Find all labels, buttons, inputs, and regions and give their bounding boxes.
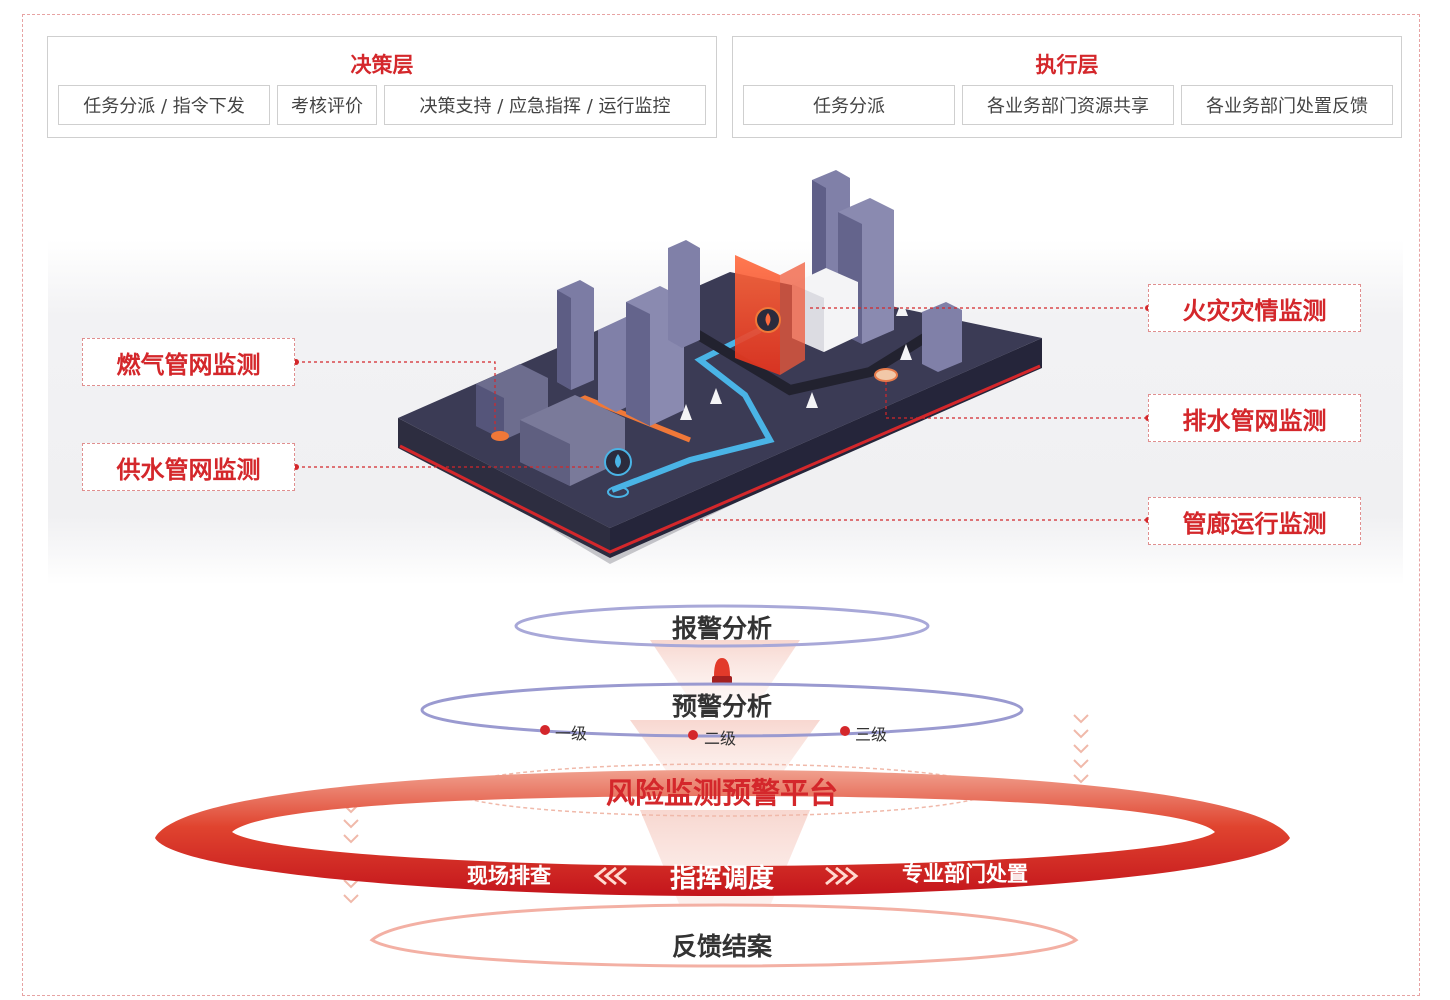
- platform-red-edge: [399, 364, 1041, 554]
- level-3-label: 三级: [855, 725, 888, 744]
- dept-handling-label: 专业部门处置: [902, 862, 1028, 886]
- execution-layer-panel: 执行层 任务分派 各业务部门资源共享 各业务部门处置反馈: [732, 36, 1402, 138]
- city-platform-illustration: [398, 170, 1042, 564]
- drainage-marker-icon: [874, 368, 898, 382]
- execution-item-feedback: 各业务部门处置反馈: [1181, 85, 1393, 125]
- water-supply-monitor-label: 供水管网监测: [82, 443, 295, 491]
- level-1-dot: [540, 725, 550, 735]
- warning-analysis-label: 预警分析: [671, 692, 772, 721]
- dispatch-left-arrows: [593, 866, 627, 886]
- decision-layer-panel: 决策层 任务分派 / 指令下发 考核评价 决策支持 / 应急指挥 / 运行监控: [47, 36, 717, 138]
- alarm-analysis-label: 报警分析: [671, 614, 772, 643]
- water-pipe-line: [610, 327, 775, 493]
- alarm-siren-icon: [712, 658, 732, 684]
- command-dispatch-label: 指挥调度: [669, 864, 774, 894]
- decision-item-task-dispatch: 任务分派 / 指令下发: [58, 85, 270, 125]
- dispatch-right-arrows: [825, 866, 859, 886]
- level-1-label: 一级: [555, 724, 588, 743]
- fire-monitor-label: 火灾灾情监测: [1148, 284, 1361, 332]
- decision-layer-title: 决策层: [350, 53, 414, 77]
- utility-tunnel-monitor-label: 管廊运行监测: [1148, 497, 1361, 545]
- execution-layer-title: 执行层: [1035, 53, 1099, 77]
- feedback-close-label: 反馈结案: [671, 932, 772, 961]
- alarm-analysis-ring: [514, 604, 930, 648]
- level-3-dot: [840, 726, 850, 736]
- outer-frame: [22, 14, 1420, 996]
- execution-item-task-dispatch: 任务分派: [743, 85, 955, 125]
- decision-item-support: 决策支持 / 应急指挥 / 运行监控: [384, 85, 706, 125]
- drainage-monitor-label: 排水管网监测: [1148, 394, 1361, 442]
- execution-item-resource-share: 各业务部门资源共享: [962, 85, 1174, 125]
- gas-monitor-label: 燃气管网监测: [82, 338, 295, 386]
- warning-analysis-ring: [420, 682, 1024, 738]
- platform-red-ring: [155, 770, 1290, 896]
- feedback-ring: [369, 903, 1079, 968]
- platform-title: 风险监测预警平台: [605, 776, 838, 810]
- level-2-label: 二级: [704, 729, 737, 748]
- level-2-dot: [688, 730, 698, 740]
- onsite-check-label: 现场排查: [467, 864, 551, 888]
- gas-marker-icon: [491, 431, 509, 441]
- decision-item-assessment: 考核评价: [277, 85, 377, 125]
- callout-connectors: [296, 307, 1148, 521]
